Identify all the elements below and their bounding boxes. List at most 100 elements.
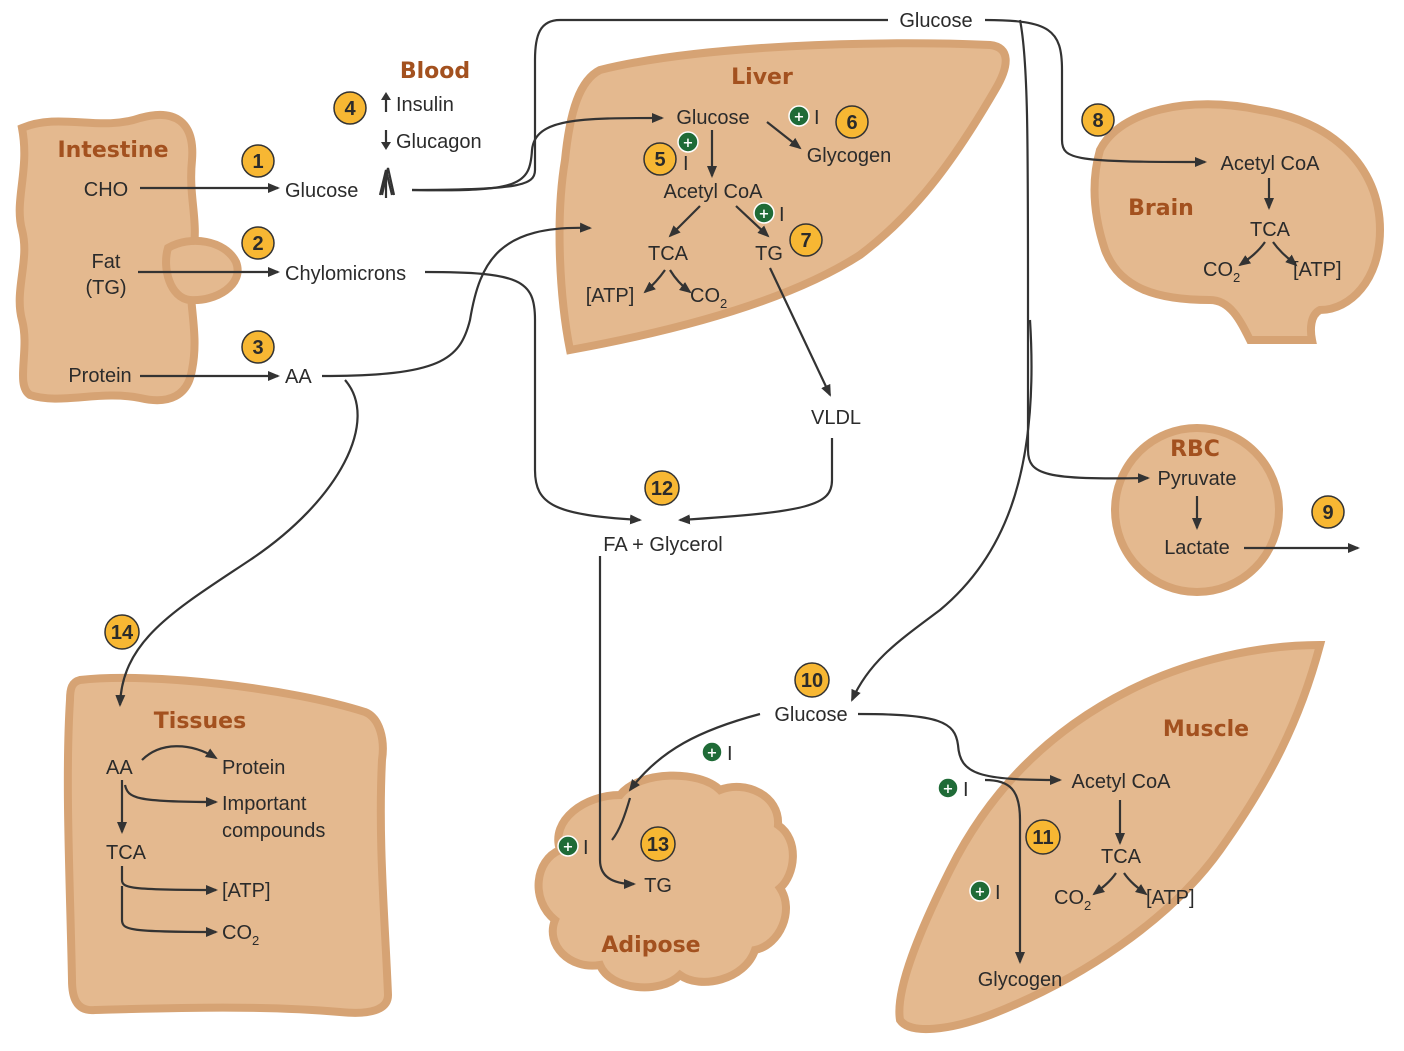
step-badge-14: 14 xyxy=(104,614,140,650)
arrow-muscle-atp xyxy=(1123,872,1148,896)
liver-atp: [ATP] xyxy=(586,285,635,307)
arrow-chylomicrons-fa xyxy=(424,270,642,525)
adipose-tg: TG xyxy=(644,875,672,897)
insulin-plus-icon-liver-7: +I xyxy=(753,202,785,226)
pathways xyxy=(115,18,1360,964)
arrow-glucose-brain xyxy=(984,18,1207,167)
adipose-shape xyxy=(534,771,797,992)
arrow-tissues-aa-important xyxy=(123,784,218,807)
intestine-bulge xyxy=(162,236,242,305)
svg-text:+: + xyxy=(759,207,770,222)
rbc-lactate: Lactate xyxy=(1164,537,1230,559)
svg-text:7: 7 xyxy=(800,230,811,252)
brain-shape xyxy=(1090,100,1385,344)
muscle-co2: CO2 xyxy=(1054,887,1091,913)
step-badge-11: 11 xyxy=(1025,819,1061,855)
step-badge-10: 10 xyxy=(794,662,830,698)
intestine-shape xyxy=(15,110,199,405)
step-badge-8: 8 xyxy=(1081,103,1115,137)
arrow-tca-co2 xyxy=(669,269,692,294)
tissues-aa: AA xyxy=(106,757,133,779)
intestine-label: Intestine xyxy=(57,138,168,163)
step-badge-7: 7 xyxy=(789,223,823,257)
arrow-tg-vldl xyxy=(769,267,831,397)
blood-label: Blood xyxy=(400,59,470,84)
liver-acetyl-coa: Acetyl CoA xyxy=(664,181,764,203)
arrow-fa-tg xyxy=(598,556,636,889)
brain-acetyl-coa: Acetyl CoA xyxy=(1221,153,1321,175)
step-badge-5: 5 xyxy=(643,142,677,176)
svg-text:+: + xyxy=(975,885,986,900)
tissues-atp: [ATP] xyxy=(222,880,271,902)
muscle-label: Muscle xyxy=(1163,717,1249,742)
liver-tca: TCA xyxy=(648,243,689,265)
blood-insulin: Insulin xyxy=(396,94,454,116)
svg-text:1: 1 xyxy=(252,151,263,173)
rbc-label: RBC xyxy=(1170,437,1220,462)
svg-text:14: 14 xyxy=(111,622,134,644)
svg-text:I: I xyxy=(583,837,589,859)
brain-atp: [ATP] xyxy=(1293,259,1342,281)
insulin-markers: +I +I +I +I +I +I +I xyxy=(557,105,1001,904)
blood-aa: AA xyxy=(285,366,312,388)
svg-text:I: I xyxy=(995,882,1001,904)
arrow-glucose-muscle-acetyl xyxy=(857,712,1062,785)
arrow-acetyl-tg xyxy=(735,205,770,238)
arrow-glucose-rbc xyxy=(1018,19,1150,484)
arrow-top-glucose xyxy=(411,18,888,192)
step-badge-2: 2 xyxy=(241,226,275,260)
insulin-plus-icon-adipose-1: +I xyxy=(701,741,733,765)
svg-text:11: 11 xyxy=(1032,827,1053,849)
brain-label: Brain xyxy=(1128,196,1194,221)
brain-co2: CO2 xyxy=(1203,259,1240,285)
svg-text:I: I xyxy=(683,153,689,175)
intestine-tg: (TG) xyxy=(85,277,126,299)
arrow-aa-tissues xyxy=(115,379,359,707)
svg-text:6: 6 xyxy=(846,112,857,134)
step-badge-4: 4 xyxy=(333,91,367,125)
tissues-compounds: compounds xyxy=(222,820,325,842)
svg-text:I: I xyxy=(779,204,785,226)
svg-text:I: I xyxy=(814,107,820,129)
svg-text:I: I xyxy=(727,743,733,765)
svg-text:I: I xyxy=(963,779,969,801)
svg-text:+: + xyxy=(563,840,574,855)
muscle-tca: TCA xyxy=(1101,846,1142,868)
insulin-plus-icon-muscle-1: +I xyxy=(937,777,969,801)
muscle-acetyl-coa: Acetyl CoA xyxy=(1072,771,1172,793)
step-badge-1: 1 xyxy=(241,144,275,178)
blood-chylomicrons: Chylomicrons xyxy=(285,263,406,285)
tissues-important: Important xyxy=(222,793,307,815)
step-badge-13: 13 xyxy=(640,826,676,862)
top-glucose: Glucose xyxy=(899,10,972,32)
insulin-plus-icon-muscle-2: +I xyxy=(969,880,1001,904)
tissues-shape xyxy=(63,673,393,1017)
arrow-adipose-inner xyxy=(611,797,632,841)
liver-glycogen: Glycogen xyxy=(807,145,892,167)
svg-text:4: 4 xyxy=(344,98,356,120)
svg-text:10: 10 xyxy=(801,670,823,692)
blood-glucagon: Glucagon xyxy=(396,131,482,153)
svg-text:+: + xyxy=(707,746,718,761)
liver-tg: TG xyxy=(755,243,783,265)
arrow-tca-atp xyxy=(643,269,666,294)
tissues-tca: TCA xyxy=(106,842,147,864)
arrow-glucose-adipose xyxy=(628,712,761,792)
step-badge-6: 6 xyxy=(835,105,869,139)
arrow-brain-atp xyxy=(1272,241,1298,267)
vldl: VLDL xyxy=(811,407,861,429)
step-badge-9: 9 xyxy=(1311,495,1345,529)
arrow-tissues-tca-atp xyxy=(120,866,218,895)
arrow-acetyl-tca xyxy=(668,205,701,238)
svg-text:8: 8 xyxy=(1092,110,1103,132)
svg-text:2: 2 xyxy=(252,233,263,255)
svg-text:3: 3 xyxy=(252,337,263,359)
step-badge-12: 12 xyxy=(644,470,680,506)
svg-text:12: 12 xyxy=(651,478,673,500)
muscle-atp: [ATP] xyxy=(1146,887,1195,909)
intestine-cho: CHO xyxy=(84,179,128,201)
arrow-glucose-midglucose xyxy=(850,319,1033,702)
intestine-fat: Fat xyxy=(92,251,121,273)
